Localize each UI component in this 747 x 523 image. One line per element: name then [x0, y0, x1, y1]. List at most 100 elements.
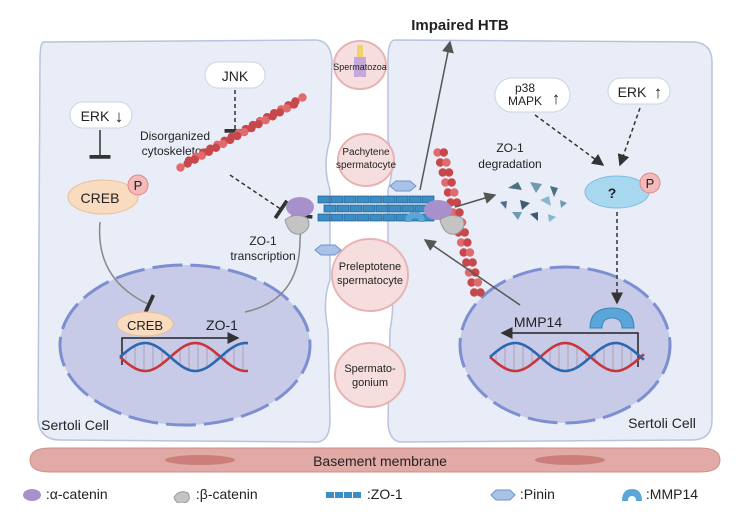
alpha-catenin-icon [23, 489, 41, 502]
actin-bead [439, 148, 449, 157]
pachytene-cell [337, 133, 395, 187]
zo1-segment [323, 204, 337, 213]
actin-bead [225, 135, 235, 145]
spermatozoa-label: Spermatozoa [333, 62, 387, 72]
actin-bead [204, 147, 214, 156]
dna-strand-red [119, 341, 249, 373]
legend-alpha-label: :α-catenin [45, 486, 108, 502]
actin-bead [443, 188, 453, 197]
right-nucleus [458, 265, 672, 425]
pachytene-label-1: Pachytene [342, 147, 390, 158]
spermatogonium-label-2: gonium [352, 377, 388, 389]
zo1-transcription-1: ZO-1 [249, 234, 277, 248]
preleptotene-label-1: Preleptotene [339, 261, 401, 273]
erk-right-label: ERK [618, 84, 647, 100]
actin-bead [433, 148, 442, 157]
beta-catenin-icon [173, 491, 190, 505]
zo1-segment [330, 195, 344, 204]
beta-catenin-left [284, 214, 310, 235]
actin-bead [469, 288, 479, 297]
actin-bead [240, 127, 249, 137]
zo1-icon [326, 492, 361, 499]
actin-bead [468, 258, 477, 267]
actin-bead [275, 108, 284, 117]
alpha-catenin-left [286, 197, 314, 217]
mmp14-icon [622, 489, 642, 502]
zo1-segment [369, 213, 383, 222]
legend-pinin-label: :Pinin [519, 486, 555, 502]
actin-bead [282, 104, 292, 113]
actin-bead [467, 278, 476, 287]
erk-left-box [69, 101, 133, 129]
zo1-segment [336, 204, 350, 213]
actin-bead [460, 228, 469, 237]
zo1-segment [421, 195, 435, 204]
dna-strand-blue [489, 341, 645, 373]
dna-strand-blue [119, 341, 249, 373]
zo1-segment [356, 195, 370, 204]
spermatozoa-tail [357, 45, 363, 57]
degradation-arrow [454, 192, 497, 208]
zo1-segment [317, 195, 331, 204]
zo1-segment [330, 213, 344, 222]
htb-arrow [419, 40, 454, 191]
actin-bead [289, 100, 299, 109]
legend-pinin: :Pinin [490, 486, 555, 502]
spermatozoa-body [354, 57, 366, 77]
zo1-degradation-2: degradation [478, 157, 541, 171]
erk-left-arrow: ↓ [115, 107, 124, 126]
pinin-top [389, 180, 417, 192]
pinin-bottom [314, 244, 342, 256]
spermatogonium-cell [334, 342, 406, 408]
cytoskeleton-label-2: cytoskeleton [142, 144, 209, 158]
creb-phospho [127, 174, 149, 196]
actin-bead [218, 139, 228, 149]
actin-bead [233, 131, 242, 141]
dna-strand-red [489, 341, 645, 373]
actin-bead [476, 288, 485, 297]
jnk-box [204, 61, 266, 89]
zo1-segment [388, 204, 402, 213]
pinin-icon [490, 489, 516, 501]
mmp14-protein [589, 307, 635, 329]
actin-bead [464, 268, 474, 277]
actin-bead [438, 168, 447, 177]
cytoskeleton-label-1: Disorganized [140, 129, 210, 143]
mmp14-to-junction-arrow [423, 239, 521, 306]
legend-alpha-catenin: :α-catenin [22, 486, 108, 502]
nucleus-creb [116, 311, 174, 337]
legend: :α-catenin :β-catenin :ZO-1 :Pinin :MMP1… [0, 468, 747, 523]
zo1-segment [375, 204, 389, 213]
actin-bead [471, 268, 480, 277]
actin-bead [450, 188, 459, 197]
zo1-segment [382, 213, 396, 222]
actin-bead [190, 155, 199, 164]
erk-right-arrow: ↑ [654, 83, 663, 102]
preleptotene-cell [331, 238, 409, 312]
actin-filament-right [433, 148, 485, 297]
basement-membrane [29, 447, 721, 473]
legend-beta-catenin: :β-catenin [172, 486, 258, 505]
zo1-segment [401, 204, 415, 213]
actin-bead [465, 248, 475, 257]
erk-activation-arrow [617, 107, 641, 167]
actin-bead [176, 163, 185, 172]
jnk-label: JNK [222, 68, 249, 84]
actin-bead [247, 123, 256, 133]
p38-activation-arrow [534, 114, 605, 166]
creb-phospho-label: P [134, 178, 143, 193]
actin-bead [435, 158, 445, 167]
alpha-catenin-right [424, 200, 452, 220]
spermatogonium-label-1: Spermato- [344, 363, 396, 375]
pachytene-label-2: spermatocyte [336, 160, 396, 171]
dna-left [119, 341, 249, 373]
actin-filament-left [176, 93, 307, 172]
actin-bead [298, 93, 307, 102]
actin-bead [459, 248, 468, 257]
actin-bead [444, 168, 454, 177]
actin-bead [183, 159, 192, 168]
basement-cell-right [535, 455, 605, 465]
erk-right-box [607, 77, 671, 105]
zo1-transcription-2: transcription [230, 249, 295, 263]
zo1-segment [356, 213, 370, 222]
